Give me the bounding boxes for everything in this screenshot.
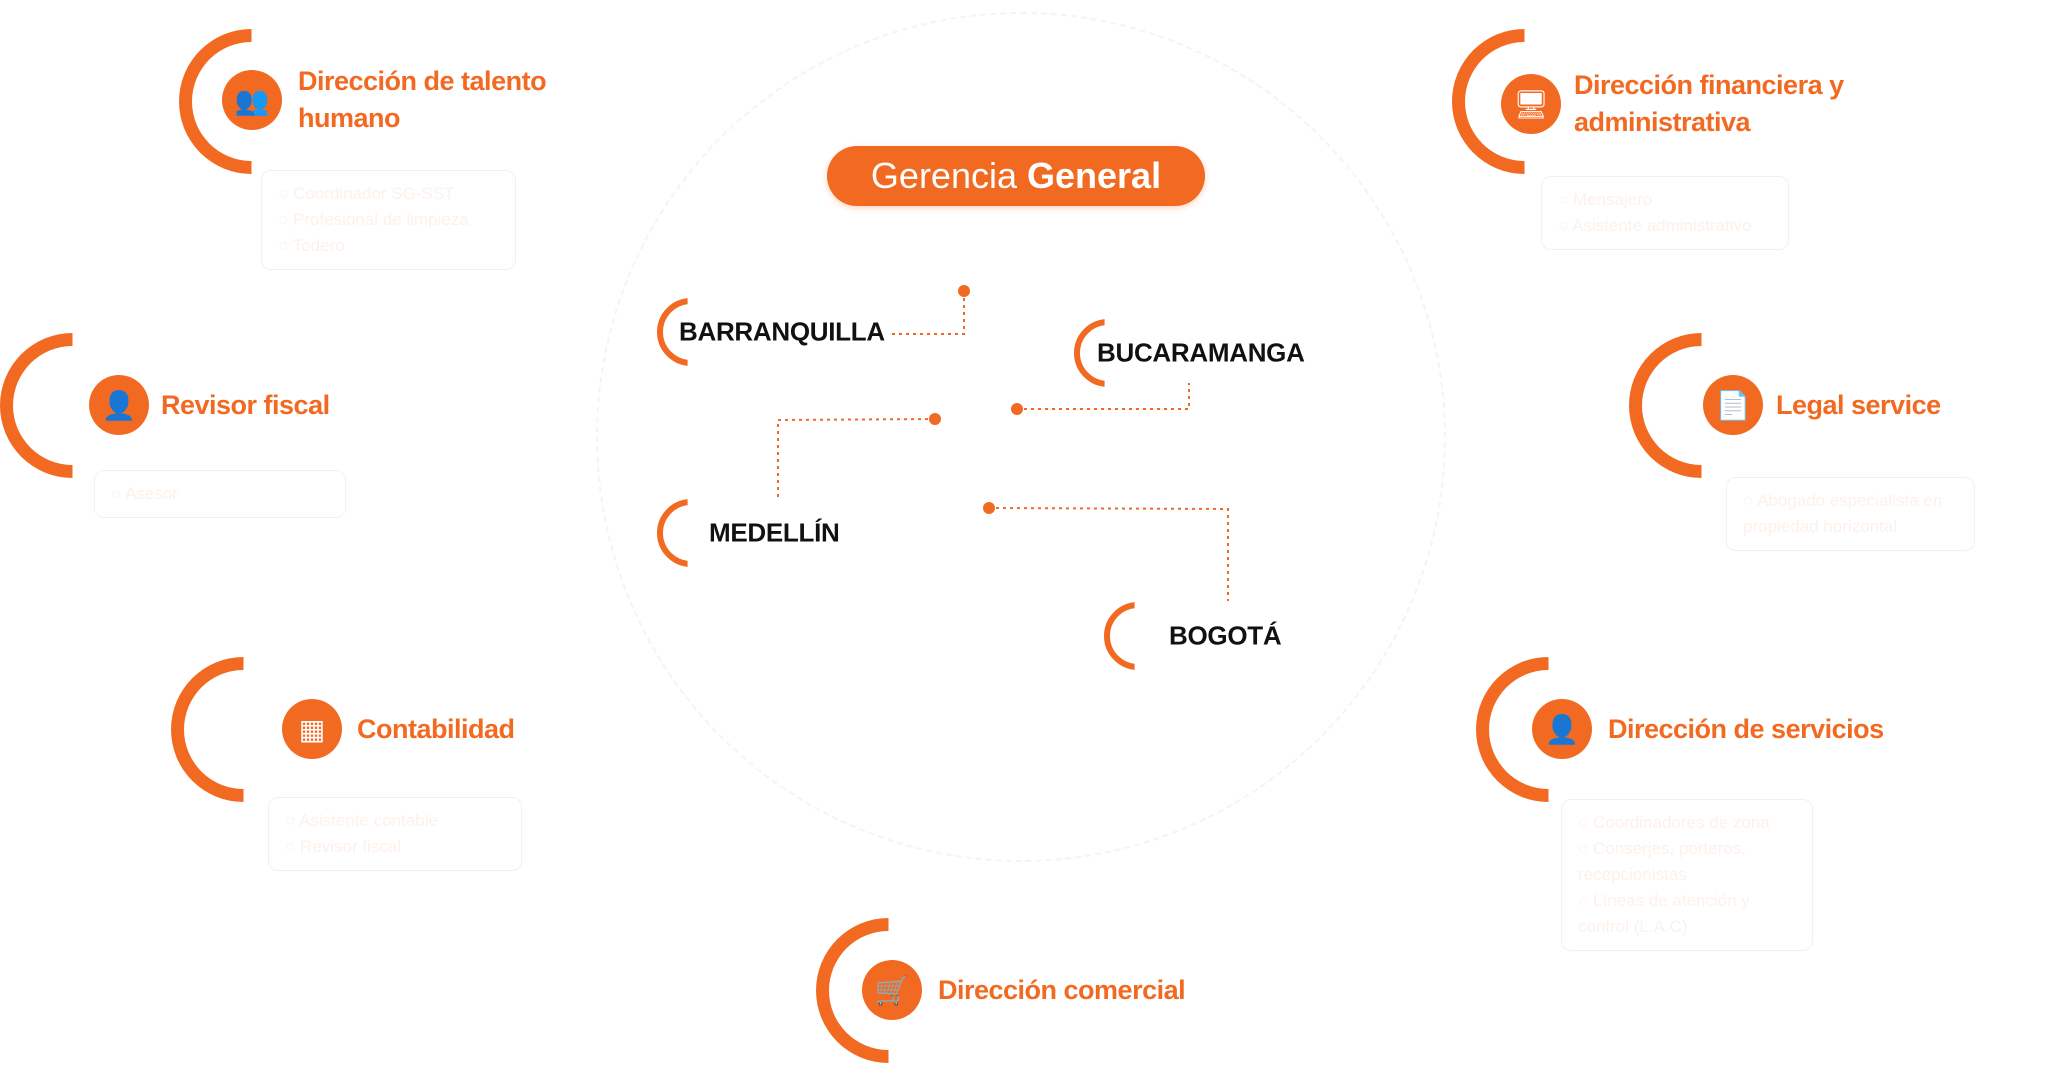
calculator-icon: ▦ — [282, 699, 342, 759]
user-check-icon: 👤 — [1532, 699, 1592, 759]
medellin-connector — [777, 418, 936, 500]
department-title: Dirección comercial — [938, 975, 1186, 1005]
bogota-connector — [988, 507, 1229, 601]
bucaramanga-dot — [1011, 403, 1023, 415]
title-light: Gerencia — [870, 155, 1017, 196]
cart-icon: 🛒 — [862, 960, 922, 1020]
department-title: Dirección de servicios — [1608, 714, 1884, 744]
talento-humano-list: Coordinador SG-SSTProfesional de limpiez… — [261, 170, 516, 270]
department-title: Legal service — [1776, 390, 1941, 420]
revisor-fiscal-list: Asesor — [94, 470, 346, 518]
barranquilla-connector — [892, 291, 965, 335]
title-bold: General — [1027, 155, 1162, 196]
department-title: Dirección de talento humano — [298, 66, 547, 133]
department-title: Dirección financiera y administrativa — [1574, 70, 1844, 137]
legal-service-list: Abogado especialista en propiedad horizo… — [1726, 477, 1975, 551]
servicios-list: Coordinadores de zonaConserjes, porteros… — [1561, 799, 1813, 951]
legal-document-icon: 📄 — [1703, 375, 1763, 435]
contabilidad-list: Asistente contableRevisor fiscal — [268, 797, 522, 871]
barranquilla-dot — [958, 285, 970, 297]
financiera-list: MensajeroAsistente administrativo — [1541, 176, 1789, 250]
background-circle — [596, 12, 1446, 862]
computer-user-icon: 🖥 — [1501, 74, 1561, 134]
people-icon: 👥 — [222, 70, 282, 130]
medellin-dot — [929, 413, 941, 425]
person-tie-icon: 👤 — [89, 375, 149, 435]
department-title: Revisor fiscal — [161, 390, 330, 420]
bucaramanga-connector — [1017, 383, 1190, 410]
bogota-dot — [983, 502, 995, 514]
department-title: Contabilidad — [357, 714, 515, 744]
